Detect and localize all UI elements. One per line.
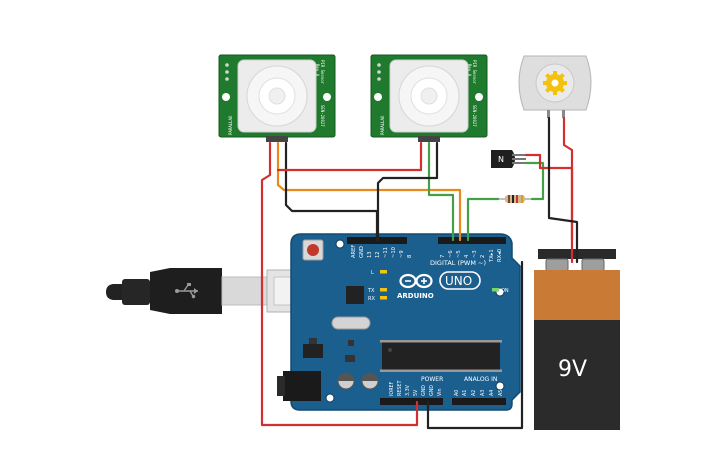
led-label-rx: RX [368,296,375,302]
small-chip [345,355,355,362]
wire-pir1-signal[interactable] [276,141,462,242]
capacitors [337,372,379,390]
wire-motor-collector[interactable] [547,116,579,264]
pin-label-5v: 5V [413,389,419,396]
wire-battery-ground[interactable] [426,260,524,430]
usb-chip [346,286,364,304]
pin-label-6: ~6 [448,250,454,258]
pin-label-a3: A3 [480,390,486,396]
pin-label-vin: Vin [437,388,443,396]
resistor[interactable] [498,195,532,203]
pin-label-gnd2: GND [421,385,427,396]
pin-label-reset: RESET [397,381,403,396]
analog-label: ANALOG IN [464,376,497,383]
pin-label-5: ~5 [456,250,462,258]
pir-1-rev: Rev A [315,64,320,77]
status-leds [380,270,499,300]
transistor-label: N [498,155,504,164]
dc-motor[interactable] [518,55,592,118]
pir-1-brand: PARALLAX [228,115,233,135]
pir-2-part: SEN-28027 [472,105,477,127]
pin-label-a5: A5 [498,390,504,396]
digital-label: DIGITAL (PWM ~) [430,259,486,267]
dc-power-jack[interactable] [277,371,321,401]
usb-cable-icon [175,283,198,299]
battery-label: 9V [558,357,587,382]
pin-label-a0: A0 [454,390,460,396]
pin-label-10: ~10 [391,247,397,258]
pin-label-2: 2 [480,255,486,258]
pir-sensor-1[interactable]: PIR Sensor Rev A SEN-28027 PARALLAX [218,54,336,142]
pin-label-a1: A1 [462,390,468,396]
pir-2-brand: PARALLAX [380,115,385,135]
pin-label-a4: A4 [489,390,495,396]
wire-pir1-power[interactable] [260,141,419,427]
pin-label-11: ~11 [383,247,389,258]
npn-transistor[interactable]: N [491,150,526,168]
wire-motor-battery-pos[interactable] [562,116,574,264]
svg-text:UNO: UNO [445,274,472,288]
led-label-l: L [371,270,374,276]
pin-label-gnd3: GND [429,385,435,396]
pin-label-13: 13 [367,251,373,258]
arduino-brand: ARDUINO [397,292,434,300]
small-chip-2 [348,340,354,346]
uno-badge: UNO [439,271,481,290]
pin-label-3: ~3 [472,250,478,258]
wire-resistor-transistor[interactable] [524,161,545,201]
pin-label-8: 8 [407,255,413,258]
pin-label-12: 12 [375,251,381,258]
led-label-on: ON [501,288,509,294]
battery-9v[interactable]: 9V [534,249,620,430]
pin-label-gnd: GND [359,246,365,258]
pir-2-rev: Rev A [467,64,472,77]
wire-pir2-signal[interactable] [427,141,455,242]
pin-label-9: ~9 [399,250,405,258]
motor-gear-icon [543,71,567,95]
power-header[interactable] [380,398,506,405]
arduino-logo [399,273,433,289]
pir-1-part: SEN-28027 [320,105,325,127]
voltage-regulator [303,344,323,358]
crystal [331,316,371,330]
reset-button[interactable] [302,239,324,261]
pir-2-model: PIR Sensor [472,60,477,85]
atmega-chip [380,340,502,372]
pin-label-1: TX▸1 [489,249,495,263]
pin-label-aref: AREF [351,245,357,258]
wire-pir1-ground[interactable] [284,141,379,242]
wire-resistor-arduino[interactable] [466,197,500,242]
wire-pir2-power[interactable] [276,141,423,172]
pin-label-7: 7 [440,255,446,258]
power-label: POWER [421,376,443,383]
pir-1-model: PIR Sensor [320,60,325,85]
arduino-uno-board[interactable]: AREF GND 13 12 ~11 ~10 ~9 8 7 ~6 ~5 4 ~3… [277,233,521,411]
pin-label-ioref: IOREF [389,381,395,396]
pin-label-a2: A2 [471,390,477,396]
pin-label-0: RX◂0 [497,249,503,262]
led-label-tx: TX [367,288,375,294]
pin-label-3v3: 3.3V [405,384,411,396]
wire-pir2-ground[interactable] [376,141,439,242]
pir-sensor-2[interactable]: PIR Sensor Rev A SEN-28027 PARALLAX [370,54,488,142]
pin-label-4: 4 [464,254,470,258]
